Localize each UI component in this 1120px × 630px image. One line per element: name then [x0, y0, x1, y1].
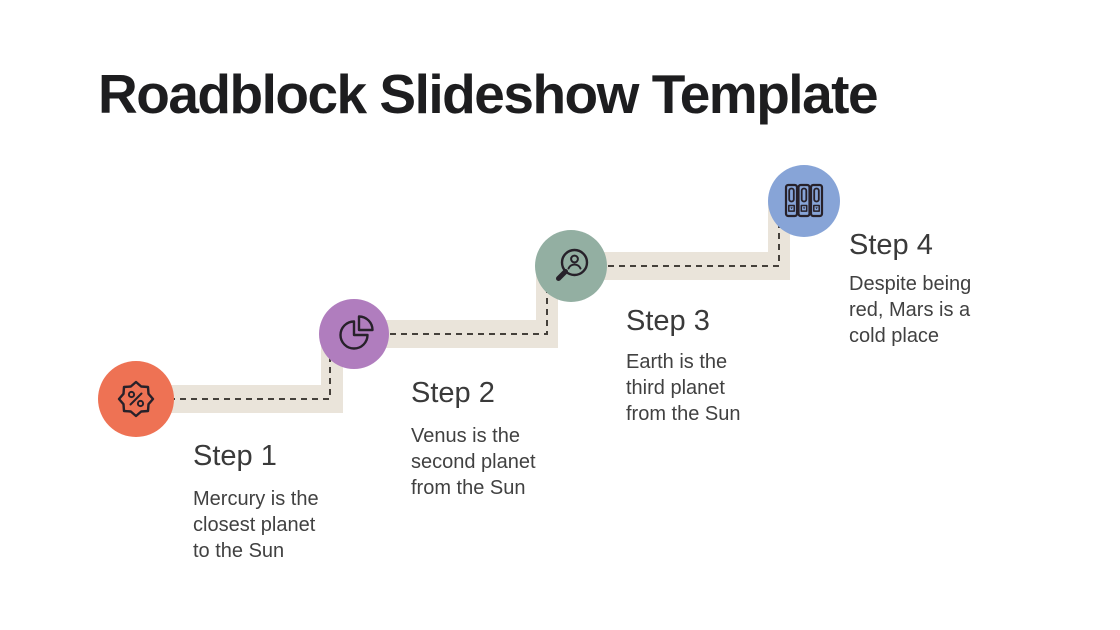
- dashed-connector-line: [136, 201, 780, 400]
- step-2-line-3: from the Sun: [411, 477, 526, 499]
- step-1-line-2: closest planet: [193, 514, 316, 536]
- step-4-description: Despite being red, Mars is a cold place: [849, 271, 971, 349]
- discount-badge-icon: [117, 380, 155, 418]
- step-4-heading: Step 4: [849, 229, 933, 261]
- step-2-line-1: Venus is the: [411, 425, 520, 447]
- step-1-heading: Step 1: [193, 440, 277, 472]
- step-2-description: Venus is the second planet from the Sun: [411, 423, 536, 501]
- step-3-line-2: third planet: [626, 377, 725, 399]
- step-3-marker: [535, 230, 607, 302]
- step-2-heading: Step 2: [411, 377, 495, 409]
- pie-chart-icon: [339, 315, 374, 350]
- step-2-line-2: second planet: [411, 451, 536, 473]
- step-1-description: Mercury is the closest planet to the Sun: [193, 486, 319, 564]
- step-4-line-1: Despite being: [849, 273, 972, 295]
- step-3-heading: Step 3: [626, 305, 710, 337]
- step-1-line-1: Mercury is the: [193, 488, 319, 510]
- step-3-line-1: Earth is the: [626, 351, 728, 373]
- step-3-line-3: from the Sun: [626, 403, 741, 425]
- step-4-marker: [768, 165, 840, 237]
- user-search-icon: [556, 248, 589, 281]
- step-1-marker: [98, 361, 174, 437]
- step-2-marker: [319, 299, 389, 369]
- step-1-line-3: to the Sun: [193, 540, 285, 562]
- archive-binders-icon: [784, 183, 824, 218]
- step-4-line-2: red, Mars is a: [849, 299, 971, 321]
- step-3-description: Earth is the third planet from the Sun: [626, 349, 741, 427]
- step-4-line-3: cold place: [849, 325, 940, 347]
- page-title: Roadblock Slideshow Template: [98, 63, 879, 125]
